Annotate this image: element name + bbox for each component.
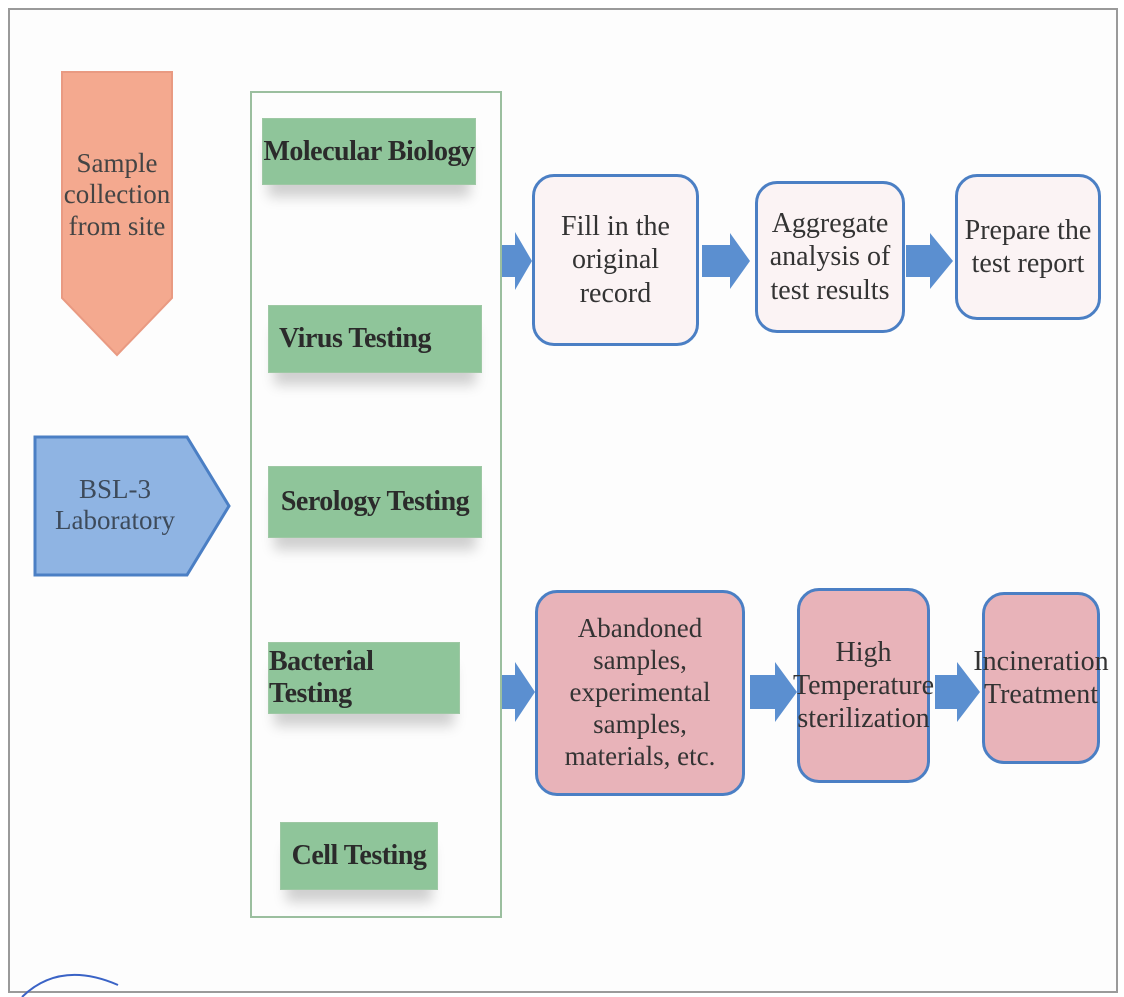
sample-collection-label: Sample collection from site	[62, 120, 172, 270]
sample-collection-shape	[61, 71, 173, 357]
testing-bacterial: Bacterial Testing	[268, 642, 460, 714]
testing-cell: Cell Testing	[280, 822, 438, 890]
aggregate-analysis-label: Aggregate analysis of test results	[769, 208, 891, 306]
testing-serology: Serology Testing	[268, 466, 482, 538]
incineration-label: Incineration Treatment	[973, 645, 1109, 710]
testing-bacterial-label: Bacterial Testing	[269, 646, 374, 709]
testing-virus-label: Virus Testing	[279, 323, 431, 354]
bsl3-label: BSL-3 Laboratory	[40, 455, 190, 555]
incineration-box: Incineration Treatment	[973, 592, 1109, 764]
testing-molecular-biology-label: Molecular Biology	[263, 135, 475, 167]
arrow-to-sterilization	[750, 662, 797, 722]
testing-cell-label: Cell Testing	[291, 840, 427, 871]
bsl3-shape	[33, 435, 231, 577]
arrow-to-aggregate	[702, 233, 750, 289]
abandoned-samples-label: Abandoned samples, experimental samples,…	[564, 613, 716, 771]
test-report-label: Prepare the test report	[964, 214, 1092, 279]
abandoned-samples-box: Abandoned samples, experimental samples,…	[535, 590, 745, 796]
testing-molecular-biology: Molecular Biology	[262, 118, 476, 185]
arrow-to-report	[906, 233, 953, 289]
arrow-to-record	[500, 232, 532, 290]
sample-collection-text: Sample collection from site	[63, 148, 171, 241]
fill-record-box: Fill in the original record	[532, 174, 699, 346]
testing-serology-label: Serology Testing	[280, 486, 470, 517]
test-report-box: Prepare the test report	[955, 174, 1101, 320]
testing-column-frame	[250, 91, 502, 918]
sterilization-label: High Temperature sterilization	[792, 636, 935, 735]
sterilization-box: High Temperature sterilization	[793, 588, 934, 783]
fill-record-label: Fill in the original record	[561, 211, 670, 309]
aggregate-analysis-box: Aggregate analysis of test results	[755, 181, 905, 333]
arrow-to-incineration	[935, 662, 980, 722]
bsl3-text: BSL-3 Laboratory	[55, 473, 175, 535]
testing-virus: Virus Testing	[268, 305, 482, 373]
arrow-to-abandoned	[500, 662, 535, 722]
stamp-mark	[21, 974, 119, 997]
